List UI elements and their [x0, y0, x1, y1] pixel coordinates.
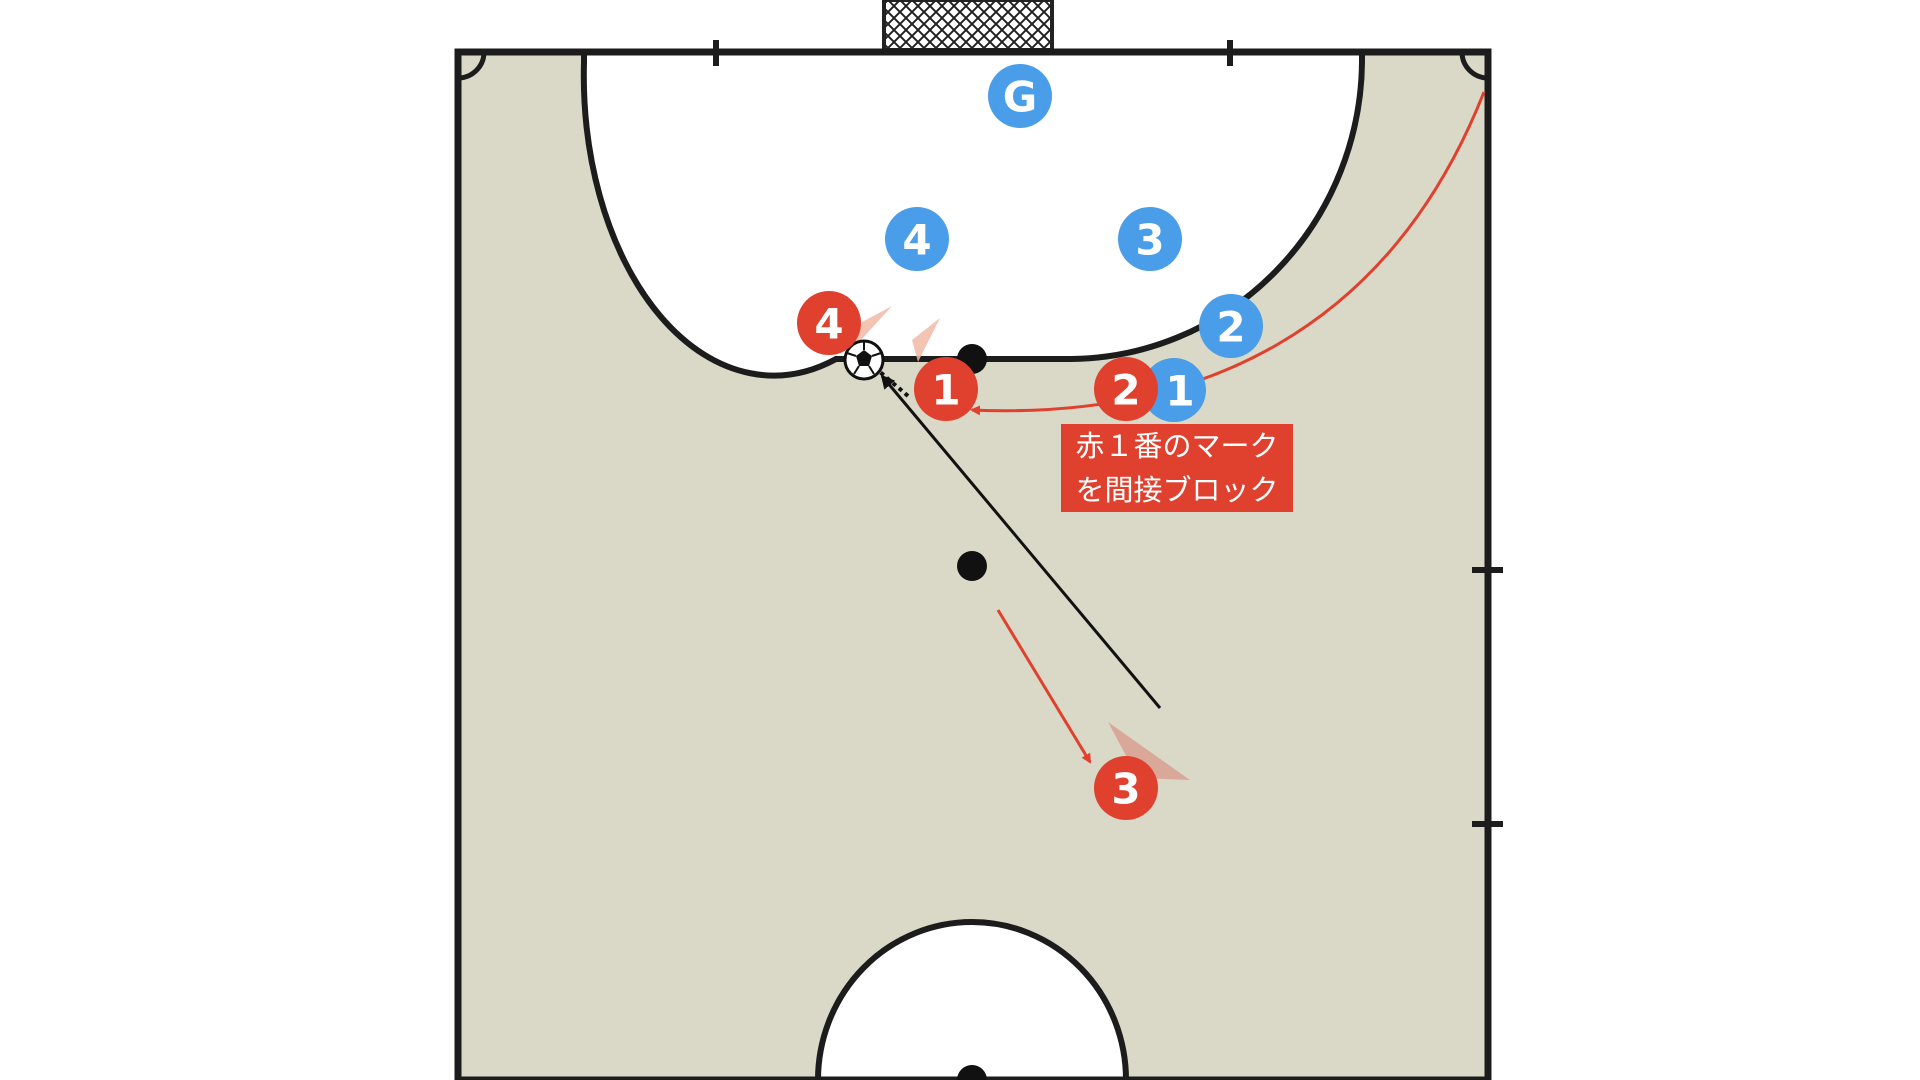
svg-text:3: 3 — [1111, 765, 1140, 814]
soccer-ball-icon — [843, 339, 885, 381]
svg-text:4: 4 — [814, 300, 843, 349]
red-player-1[interactable]: 1 — [914, 357, 978, 421]
dotted-pass-arrow — [878, 370, 910, 398]
red-player-4[interactable]: 4 — [797, 291, 861, 355]
blue-player-2[interactable]: 2 — [1199, 294, 1263, 358]
pass-arrow — [880, 374, 1162, 709]
svg-text:2: 2 — [1111, 366, 1140, 415]
facing-wedge-red-1 — [912, 318, 940, 362]
svg-text:G: G — [1003, 73, 1037, 122]
center-circle — [814, 919, 1130, 1080]
svg-text:3: 3 — [1135, 216, 1164, 265]
annotation-label: 赤１番のマーク を間接ブロック — [1061, 424, 1293, 512]
svg-text:2: 2 — [1216, 303, 1245, 352]
facing-wedge-red-3 — [1108, 722, 1190, 780]
center-spot — [957, 1065, 987, 1080]
corner-arc-right — [1459, 51, 1489, 81]
court-outline — [454, 48, 1492, 1080]
annotation-line-2: を間接ブロック — [1075, 473, 1279, 507]
blue-player-1[interactable]: 1 — [1142, 358, 1206, 422]
svg-text:1: 1 — [1165, 367, 1194, 416]
red-player-3[interactable]: 3 — [1094, 756, 1158, 820]
blue-player-3[interactable]: 3 — [1118, 207, 1182, 271]
annotation-line-1: 赤１番のマーク — [1075, 429, 1279, 463]
svg-text:1: 1 — [931, 366, 960, 415]
red-run-arrow-curve — [970, 91, 1486, 416]
blue-player-g[interactable]: G — [988, 64, 1052, 128]
goal-net — [882, 0, 1054, 52]
red-player-2[interactable]: 2 — [1094, 357, 1158, 421]
svg-text:4: 4 — [902, 216, 931, 265]
second-penalty-spot — [957, 551, 987, 581]
red-run-arrow-3 — [996, 609, 1092, 764]
blue-player-4[interactable]: 4 — [885, 207, 949, 271]
penalty-area — [580, 49, 1365, 379]
corner-arc-left — [457, 51, 487, 81]
